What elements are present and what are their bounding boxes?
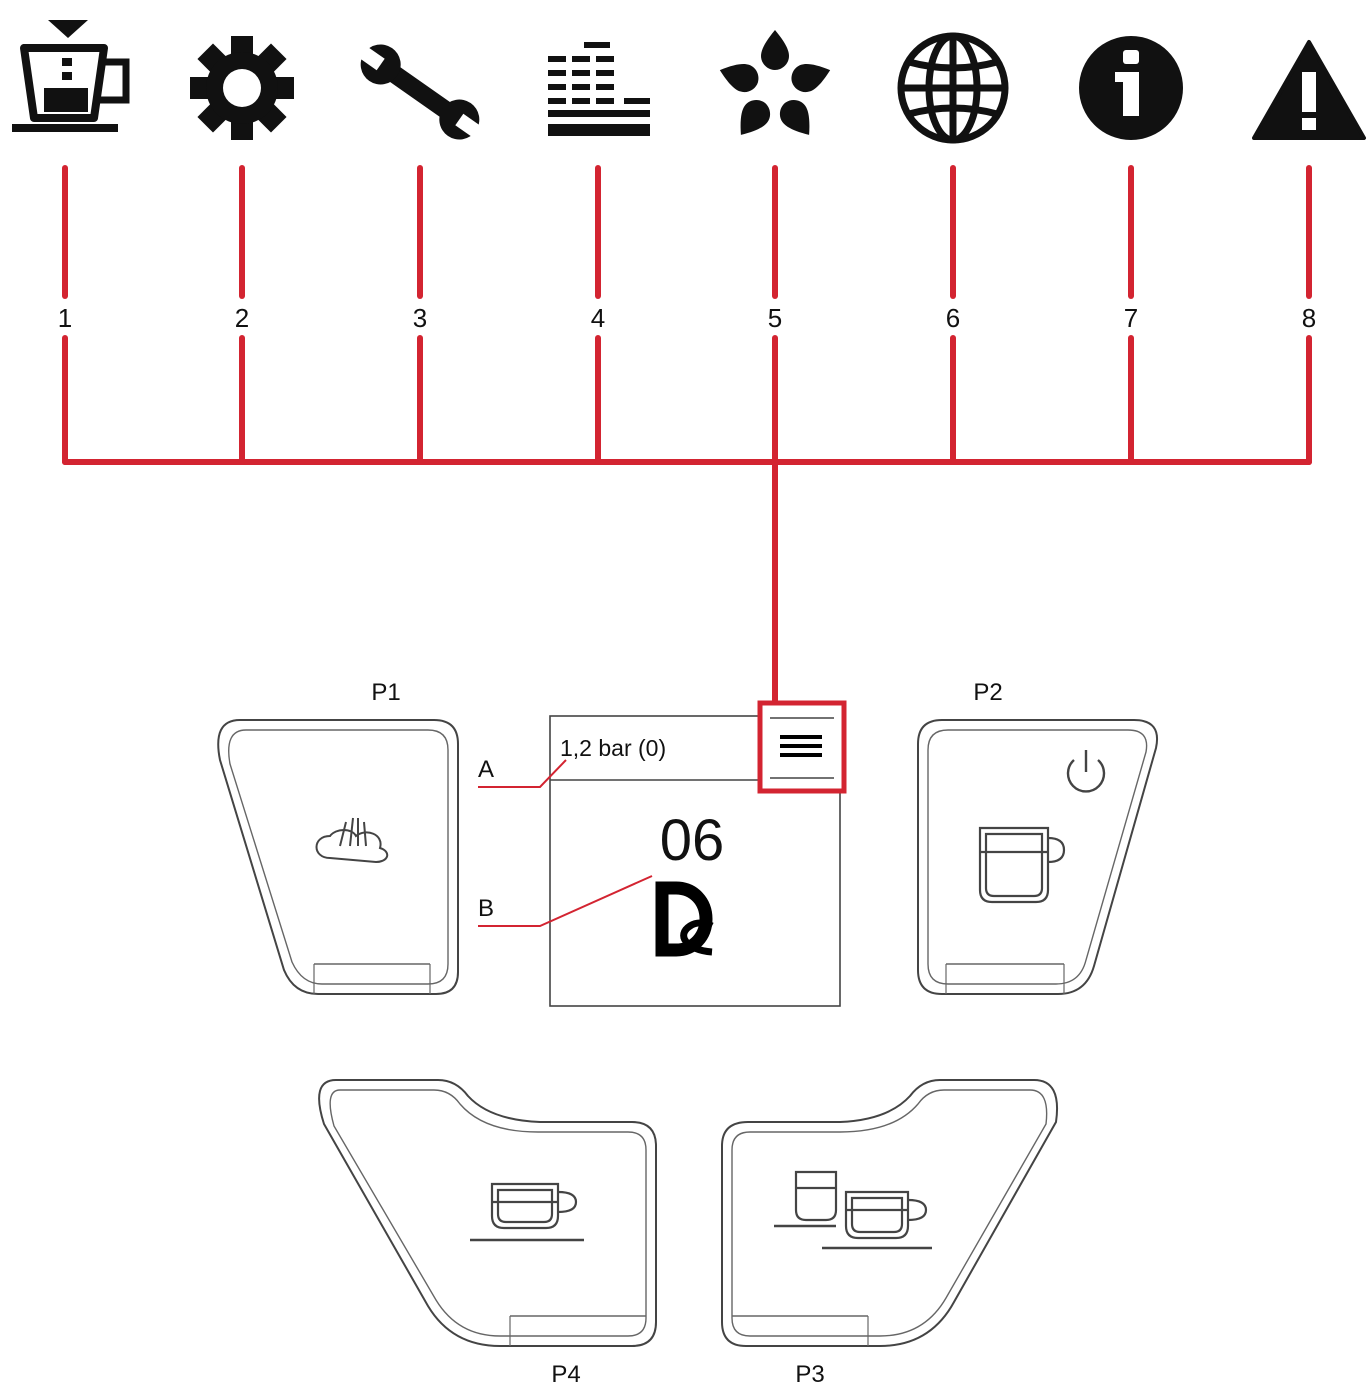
button-p1-label: P1: [371, 679, 400, 706]
menu-item-number-3: 3: [413, 303, 427, 333]
button-p3[interactable]: P3: [721, 1079, 1058, 1388]
power-icon: [1066, 750, 1106, 793]
menu-item-number-2: 2: [235, 303, 249, 333]
two-cups-icon: [774, 1170, 932, 1250]
globe-icon: [897, 32, 1009, 144]
button-p3-label: P3: [795, 1361, 824, 1388]
menu-item-number-6: 6: [946, 303, 960, 333]
menu-item-numbers: 1 2 3 4 5 6 7 8: [58, 303, 1316, 333]
callout-b: B: [478, 875, 653, 927]
menu-item-number-4: 4: [591, 303, 605, 333]
drops-flower-icon: [719, 30, 831, 135]
menu-item-number-5: 5: [768, 303, 782, 333]
info-icon: [1079, 36, 1183, 140]
pressure-readout: 1,2 bar (0): [560, 735, 666, 761]
button-p4[interactable]: P4: [318, 1079, 657, 1388]
callout-a-label: A: [478, 756, 494, 783]
gear-icon: [190, 36, 294, 140]
wrench-icon: [355, 43, 485, 141]
count-readout: 06: [660, 808, 725, 873]
menu-item-number-7: 7: [1124, 303, 1138, 333]
callout-connectors: [62, 165, 1312, 704]
hamburger-menu-icon: [780, 735, 822, 757]
grounds-container-icon: [655, 881, 714, 957]
menu-item-number-1: 1: [58, 303, 72, 333]
button-p1[interactable]: P1: [217, 679, 459, 995]
button-p4-label: P4: [551, 1361, 580, 1388]
level-bars-icon: [548, 42, 650, 136]
warning-icon: [1252, 40, 1366, 140]
menu-button[interactable]: [757, 700, 847, 794]
menu-item-number-8: 8: [1302, 303, 1316, 333]
cup-icon: [978, 826, 1066, 904]
button-p2-label: P2: [973, 679, 1002, 706]
single-cup-icon: [470, 1182, 584, 1242]
button-p2[interactable]: P2: [917, 679, 1158, 995]
coffee-filter-icon: [12, 20, 130, 132]
callout-a: A: [478, 756, 567, 788]
steam-icon: [315, 817, 389, 864]
callout-b-label: B: [478, 895, 494, 922]
